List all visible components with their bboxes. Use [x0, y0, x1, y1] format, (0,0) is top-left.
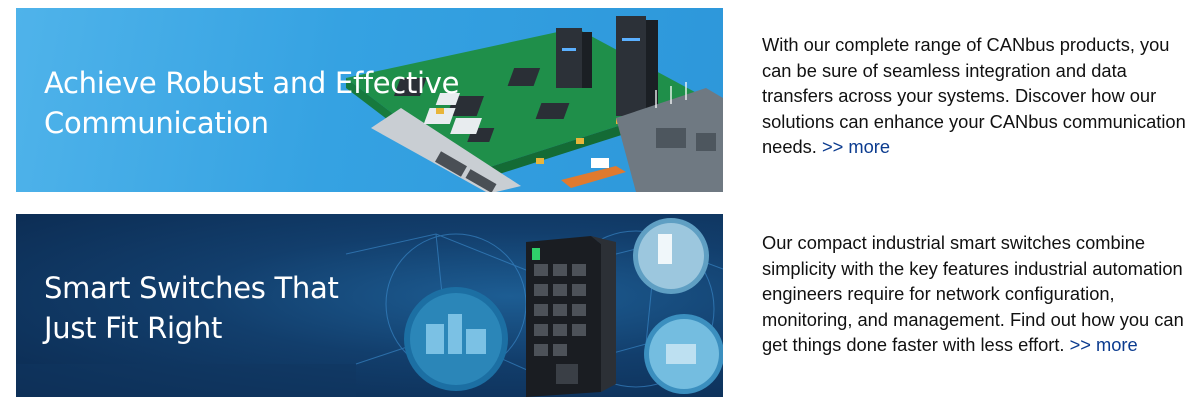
banner-title: Achieve Robust and Effective Communicati…: [44, 63, 459, 143]
canbus-banner-image[interactable]: Achieve Robust and Effective Communicati…: [16, 8, 723, 192]
smart-switches-description: Our compact industrial smart switches co…: [762, 230, 1192, 358]
description-text: Our compact industrial smart switches co…: [762, 232, 1184, 355]
banner-title-line2: Just Fit Right: [44, 311, 223, 345]
more-link[interactable]: >> more: [1069, 334, 1138, 355]
more-link[interactable]: >> more: [821, 136, 891, 157]
banner-title-line2: Communication: [44, 106, 269, 140]
banner-title-line1: Smart Switches That: [44, 271, 339, 305]
description-text: With our complete range of CANbus produc…: [762, 34, 1186, 157]
banner-title: Smart Switches That Just Fit Right: [44, 268, 339, 348]
promo-smart-switches: Smart Switches That Just Fit Right Our c…: [0, 214, 1200, 397]
industrial-switch-illustration: [16, 218, 723, 397]
promo-canbus: Achieve Robust and Effective Communicati…: [0, 8, 1200, 192]
banner-title-line1: Achieve Robust and Effective: [44, 66, 460, 100]
canbus-description: With our complete range of CANbus produc…: [762, 32, 1192, 160]
smart-switches-banner-image[interactable]: Smart Switches That Just Fit Right: [16, 214, 723, 397]
circuit-board-illustration: [346, 16, 723, 192]
